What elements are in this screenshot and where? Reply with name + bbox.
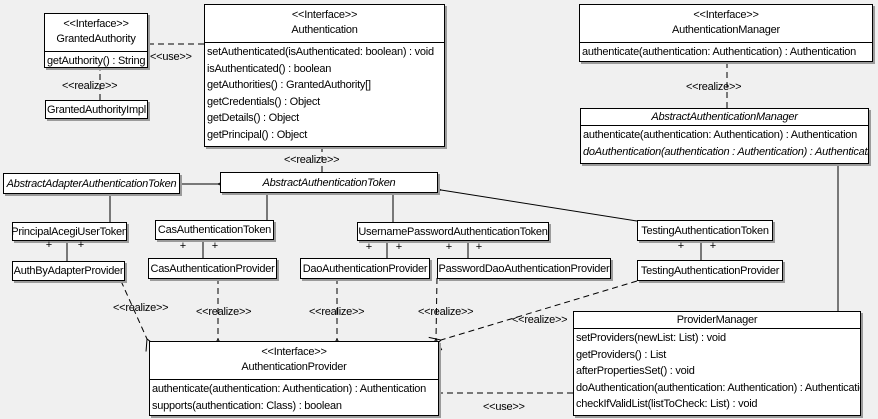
class-name: AbstractAdapterAuthenticationToken: [6, 177, 177, 190]
class-name: Authentication: [291, 24, 358, 36]
method-label: checkIfValidList(listToCheck: List) : vo…: [576, 398, 758, 410]
realize-label: <<realize>>: [512, 314, 568, 326]
use-label: <<use>>: [483, 401, 525, 413]
method-label: getAuthorities() : GrantedAuthority[]: [207, 79, 371, 91]
realize-label: <<realize>>: [284, 154, 340, 166]
class-name: TestingAuthenticationToken: [641, 224, 769, 237]
class-name: PrincipalAcegiUserToken: [12, 225, 127, 238]
stereotype-label: <<Interface>>: [291, 9, 358, 21]
multiplicity-label: +: [709, 240, 717, 252]
multiplicity-label: +: [445, 241, 453, 253]
class-name: CasAuthenticationToken: [157, 224, 272, 236]
realize-label: <<realize>>: [62, 80, 118, 92]
class-name: DaoAuthenticationProvider: [302, 262, 428, 275]
multiplicity-label: +: [77, 239, 85, 251]
realize-label: <<realize>>: [686, 81, 742, 93]
class-name: TestingAuthenticationProvider: [640, 264, 780, 277]
method-label: getCredentials() : Object: [207, 95, 320, 108]
method-label: authenticate(authentication: Authenticat…: [582, 46, 857, 58]
realize-label: <<realize>>: [113, 302, 169, 314]
stereotype-label: <<Interface>>: [693, 9, 759, 21]
class-abstract-authentication-token[interactable]: AbstractAuthenticationToken: [220, 172, 438, 193]
realize-label: <<realize>>: [309, 306, 365, 318]
multiplicity-label: +: [677, 240, 685, 252]
multiplicity-label: +: [365, 241, 373, 253]
class-abstract-adapter-authentication-token[interactable]: AbstractAdapterAuthenticationToken: [3, 173, 180, 194]
class-dao-authentication-provider[interactable]: DaoAuthenticationProvider: [300, 258, 430, 279]
class-name: AuthenticationProvider: [241, 361, 347, 373]
method-label: supports(authentication: Class) : boolea…: [152, 399, 342, 412]
stereotype-label: <<Interface>>: [261, 346, 327, 358]
method-label: getProviders() : List: [576, 348, 667, 361]
multiplicity-label: +: [475, 241, 483, 253]
stereotype-label: <<Interface>>: [63, 18, 129, 30]
class-provider-manager[interactable]: ProviderManager setProviders(newList: Li…: [573, 311, 861, 416]
class-authentication-manager[interactable]: <<Interface>> AuthenticationManager auth…: [579, 4, 873, 62]
method-label: afterPropertiesSet() : void: [576, 365, 695, 377]
method-label: getDetails() : Object: [207, 112, 299, 124]
class-name: AuthByAdapterProvider: [13, 265, 124, 277]
class-name: PasswordDaoAuthenticationProvider: [438, 262, 610, 275]
class-cas-authentication-token[interactable]: CasAuthenticationToken: [155, 220, 274, 240]
method-label: getAuthority() : String: [47, 55, 146, 67]
class-name: AbstractAuthenticationManager: [581, 109, 868, 126]
realize-label: <<realize>>: [196, 306, 252, 318]
class-testing-authentication-provider[interactable]: TestingAuthenticationProvider: [637, 260, 783, 281]
class-granted-authority-impl[interactable]: GrantedAuthorityImpl: [45, 100, 148, 119]
method-label: doAuthentication(authentication : Authen…: [583, 145, 869, 158]
class-name: AbstractAuthenticationToken: [262, 176, 396, 189]
method-label: setAuthenticated(isAuthenticated: boolea…: [207, 46, 434, 58]
multiplicity-label: +: [45, 239, 53, 251]
method-label: setProviders(newList: List) : void: [576, 332, 726, 344]
method-label: authenticate(authentication: Authenticat…: [152, 383, 427, 395]
class-principal-acegi-user-token[interactable]: PrincipalAcegiUserToken: [12, 222, 127, 241]
method-label: authenticate(authentication: Authenticat…: [583, 129, 858, 141]
class-testing-authentication-token[interactable]: TestingAuthenticationToken: [637, 220, 773, 241]
class-authentication-provider[interactable]: <<Interface>> AuthenticationProvider aut…: [149, 341, 439, 416]
class-name: ProviderManager: [574, 312, 860, 329]
method-label: doAuthentication(authentication: Authent…: [576, 381, 861, 394]
realize-label: <<realize>>: [418, 306, 474, 318]
method-label: isAuthenticated() : boolean: [207, 62, 332, 75]
class-username-password-authentication-token[interactable]: UsernamePasswordAuthenticationToken: [357, 222, 549, 241]
class-password-dao-authentication-provider[interactable]: PasswordDaoAuthenticationProvider: [437, 258, 611, 279]
class-cas-authentication-provider[interactable]: CasAuthenticationProvider: [148, 258, 277, 279]
class-abstract-authentication-manager[interactable]: AbstractAuthenticationManager authentica…: [580, 108, 869, 164]
class-name: GrantedAuthority: [56, 33, 136, 45]
class-granted-authority[interactable]: <<Interface>> GrantedAuthority getAuthor…: [44, 13, 148, 68]
multiplicity-label: +: [211, 240, 219, 252]
class-authentication[interactable]: <<Interface>> Authentication setAuthenti…: [204, 4, 445, 147]
use-label: <<use>>: [150, 51, 192, 63]
class-name: AuthenticationManager: [672, 24, 780, 36]
class-name: GrantedAuthorityImpl: [47, 103, 146, 116]
class-auth-by-adapter-provider[interactable]: AuthByAdapterProvider: [12, 261, 125, 281]
multiplicity-label: +: [179, 240, 187, 252]
multiplicity-label: +: [395, 241, 403, 253]
class-name: UsernamePasswordAuthenticationToken: [358, 225, 548, 238]
method-label: getPrincipal() : Object: [207, 128, 308, 141]
class-name: CasAuthenticationProvider: [150, 262, 275, 275]
